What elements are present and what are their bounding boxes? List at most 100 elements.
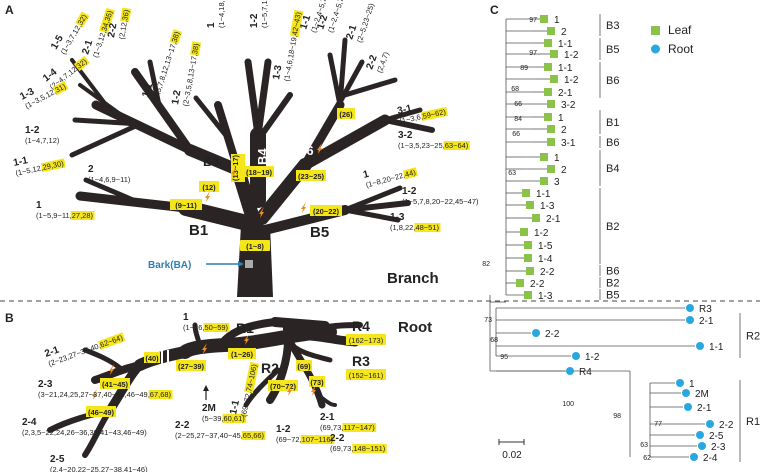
leaf-tip-marker xyxy=(547,125,555,133)
leaf-tip-label: 1-1 xyxy=(558,63,573,74)
leaf-tip-marker xyxy=(547,138,555,146)
root-tip-label: 2-4 xyxy=(703,453,718,464)
leaf-tip-label: 2-2 xyxy=(540,267,555,278)
leaf-tip-marker xyxy=(524,291,532,299)
branch-leaf-label: 2(1~4,6,9~11) xyxy=(88,164,131,184)
legend: Leaf Root xyxy=(651,23,694,56)
arrow-2m xyxy=(203,385,209,400)
svg-text:B2: B2 xyxy=(168,152,185,167)
badge-r2b: (70~72) xyxy=(268,380,298,391)
root-tip-label: 1-2 xyxy=(585,352,600,363)
svg-text:(20~22): (20~22) xyxy=(313,207,340,216)
bootstrap-value: 66 xyxy=(512,131,520,138)
root-tip-label: R3 xyxy=(699,304,712,315)
badge-b1: (9~11) xyxy=(170,199,202,210)
branch-leaf-name: 1-1 xyxy=(298,13,313,31)
branch-leaf-name: 1-2 xyxy=(249,13,260,28)
branch-leaf-label: 1(1~8,20~22,44) xyxy=(362,167,419,190)
leaf-tip-label: 2-1 xyxy=(558,88,573,99)
branch-leaf-samples: (1~4,18,19) xyxy=(217,0,226,28)
root-tip-marker xyxy=(684,403,692,411)
svg-text:(162~173): (162~173) xyxy=(349,336,384,345)
group-label: B6 xyxy=(606,75,619,87)
branch-leaf-name: 3-2 xyxy=(398,130,413,141)
leaf-tip-label: 1-4 xyxy=(538,254,553,265)
badge-r1e: (46~49) xyxy=(86,406,116,417)
branch-leaf-name: 2 xyxy=(88,164,94,175)
leaf-tip-marker xyxy=(516,279,524,287)
root-leaf-labels: 1(1~26,50~59)2-1(2~23,27~37,40,62~64)2-3… xyxy=(22,312,387,472)
leaf-tip-marker xyxy=(524,241,532,249)
badge-b4: (18~19) xyxy=(244,166,274,177)
root-tip-marker xyxy=(572,352,580,360)
bark-sample: Bark(BA) xyxy=(148,260,253,271)
svg-text:B6: B6 xyxy=(297,143,314,158)
branch-leaf-label: 1-2(1~4,7,12) xyxy=(25,125,60,145)
branch-leaf-label: 2-1(2~5,23~25) xyxy=(344,2,376,44)
leaf-tip-marker xyxy=(524,254,532,262)
badge-b5: (20~22) xyxy=(310,205,342,216)
root-leaf-label: 2-2(2~25,27~37,40~45,65,66) xyxy=(175,420,266,440)
branch-leaf-label: 1-2(1~5,7,8,20~22,45~47) xyxy=(402,186,479,206)
badge-r1c: (40) xyxy=(144,352,160,363)
branch-leaf-name: 1 xyxy=(362,169,371,181)
badge-r1a: (1~26) xyxy=(228,348,256,359)
root-tip-label: 2-3 xyxy=(711,442,726,453)
root-tip-marker xyxy=(690,453,698,461)
root-lightning-icons xyxy=(92,334,316,400)
leaf-tip-marker xyxy=(547,27,555,35)
group-label: B4 xyxy=(606,163,619,175)
group-label: R2 xyxy=(746,331,760,343)
leaf-tip-label: 3-2 xyxy=(561,100,576,111)
branch-leaf-samples: (1,8,22,48~51) xyxy=(390,223,440,232)
group-label: B2 xyxy=(606,221,619,233)
root-leaf-label: 1-1(69~72,74~106) xyxy=(228,361,260,417)
root-tip-marker xyxy=(706,420,714,428)
panel-label-a: A xyxy=(5,3,14,17)
leaf-tip-marker xyxy=(544,63,552,71)
group-label: R1 xyxy=(746,416,760,428)
root-leaf-name: 2-2 xyxy=(330,433,345,444)
bootstrap-value: 63 xyxy=(640,442,648,449)
root-leaf-label: 1-2(69~72,107~116) xyxy=(276,424,335,444)
leaf-tip-marker xyxy=(540,153,548,161)
leaf-tip-marker xyxy=(520,228,528,236)
root-clade-labels: R1 R2 R3 R4 Root xyxy=(236,318,432,376)
group-label: B3 xyxy=(606,20,619,32)
svg-text:(18~19): (18~19) xyxy=(246,168,273,177)
leaf-tip-label: 2 xyxy=(561,125,567,136)
svg-text:R1: R1 xyxy=(236,320,254,336)
branch-leaf-name: 1 xyxy=(36,200,42,211)
leaf-tip-label: 2 xyxy=(561,27,567,38)
branch-leaf-label: 1-1(1~5,12,29,30) xyxy=(12,155,66,178)
lightning-icon xyxy=(301,202,306,213)
svg-text:(40): (40) xyxy=(145,354,159,363)
leaf-tip-label: 2-1 xyxy=(546,214,561,225)
badge-b6a: (26) xyxy=(337,108,355,119)
leaf-tip-marker xyxy=(544,39,552,47)
lightning-icon xyxy=(202,343,207,354)
root-leaf-name: 2-3 xyxy=(38,379,53,390)
svg-text:(12): (12) xyxy=(202,183,216,192)
root-leaf-label: 2-5(2,4~20,22~25,27~38,41~46) xyxy=(50,454,148,472)
root-leaf-samples: (2,3,5~22,24,26~36,39,41~43,46~49) xyxy=(22,428,147,437)
root-tip-label: 2-5 xyxy=(709,431,724,442)
svg-text:(46~49): (46~49) xyxy=(88,408,115,417)
root-tip-marker xyxy=(696,431,704,439)
branch-leaf-name: 2-2 xyxy=(106,22,119,39)
leaf-tip-marker xyxy=(544,113,552,121)
root-leaf-name: 2-5 xyxy=(50,454,65,465)
branch-leaf-label: 1-3(1~4,6,18~19,42~43) xyxy=(271,9,304,82)
branch-leaf-label: 2-2(2,12,36) xyxy=(106,7,132,40)
branch-leaf-samples: (1~5,7,18~19,39~41) xyxy=(260,0,269,28)
branch-title: Branch xyxy=(387,270,439,287)
root-cut-mark xyxy=(167,350,169,364)
bootstrap-value: 100 xyxy=(562,401,574,408)
root-tip-label: 1-1 xyxy=(709,342,724,353)
root-tip-label: 2-1 xyxy=(697,403,712,414)
branch-leaf-samples: (2,4,7) xyxy=(375,50,391,74)
root-leaf-name: 2-1 xyxy=(43,344,61,359)
badge-r1d: (41~45) xyxy=(100,378,130,389)
bootstrap-value: 95 xyxy=(500,354,508,361)
bootstrap-value: 98 xyxy=(613,413,621,420)
